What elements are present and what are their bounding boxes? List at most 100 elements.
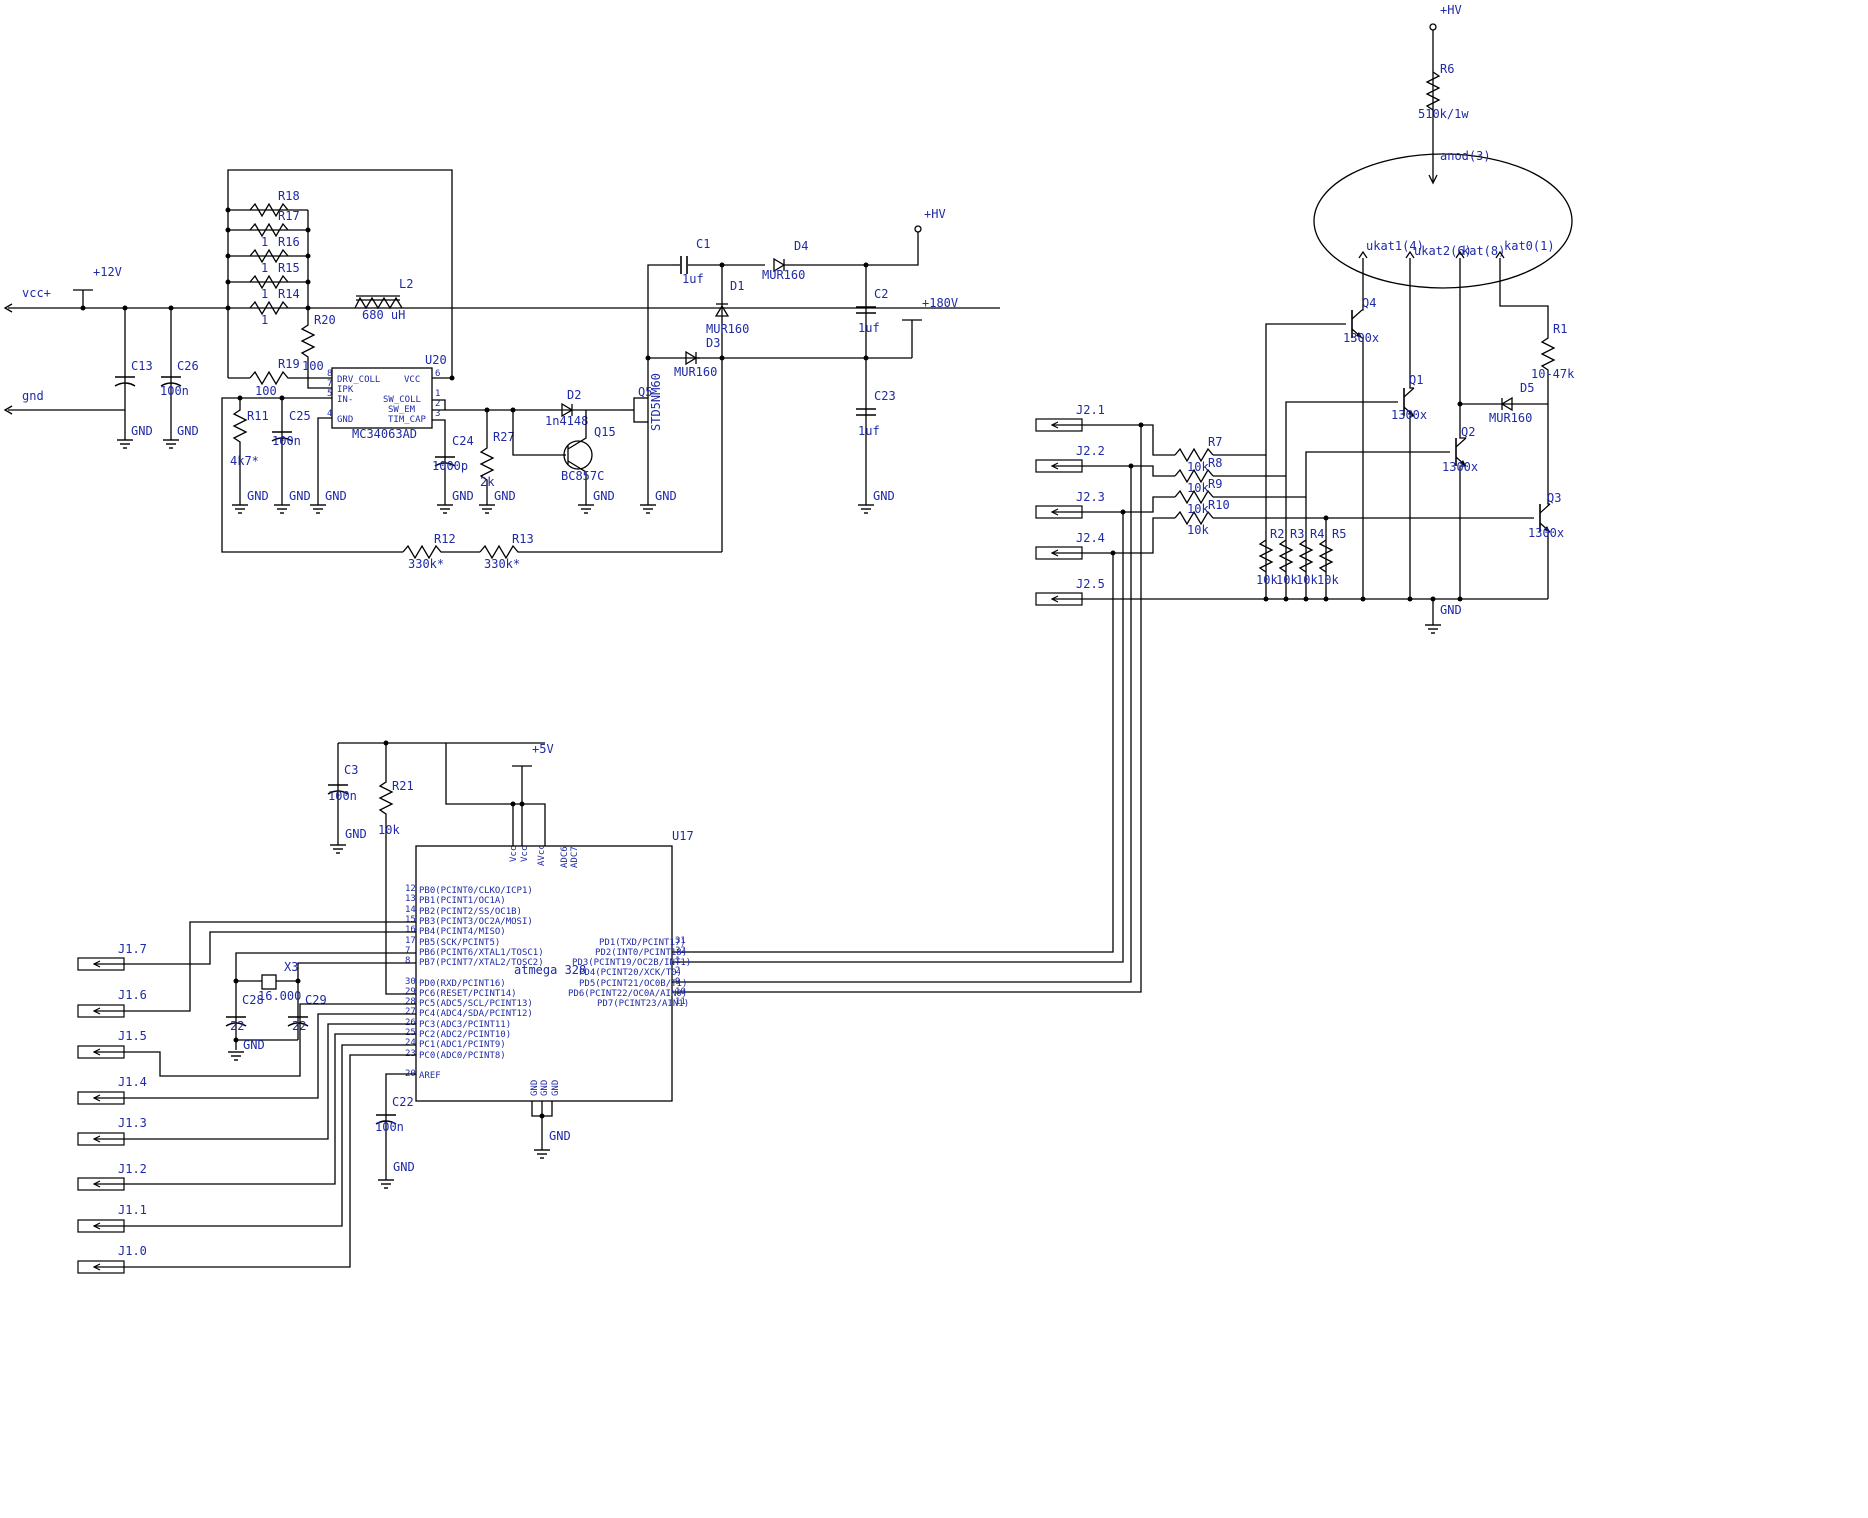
U20-pin-label: IN- [337,395,353,405]
U20-pin-number: 5 [327,389,332,399]
R5-ref: R5 [1332,527,1346,541]
R27-resistor [479,410,495,505]
R6-value: 510k/1w [1418,107,1469,121]
C13-ref: C13 [131,359,153,373]
connector-label: J1.5 [118,1029,147,1043]
C28-ref: C28 [242,993,264,1007]
X3-crystal [261,974,277,990]
connector-label: J1.4 [118,1075,147,1089]
connector-label: J2.1 [1076,403,1105,417]
R14-value: 1 [261,313,268,327]
D4-value: MUR160 [762,268,805,282]
U20-pin-number: 1 [435,389,440,399]
connector-label: J1.2 [118,1162,147,1176]
hv-terminal-top [1429,23,1437,31]
gnd-label: GND [345,827,367,841]
D2-ref: D2 [567,388,581,402]
pin-label: PB1(PCINT1/OC1A) [419,896,506,906]
connector-J1.6: J1.6 [77,988,147,1018]
R17-value: 1 [261,235,268,249]
C25-value: 100n [272,434,301,448]
connector-label: J2.3 [1076,490,1105,504]
pin-number: 9 [675,977,680,987]
C25-ref: C25 [289,409,311,423]
gnd-label: GND [131,424,153,438]
U20-pin-label: GND [337,415,353,425]
U20-ref: U20 [425,353,447,367]
U20-pin-number: 7 [327,379,332,389]
tube: +HV R6 510k/1w anod(3) ukat1(4) ukat2(6)… [1313,3,1573,289]
C22-value: 100n [375,1120,404,1134]
U20-pin-label: TIM_CAP [388,415,427,425]
C2-ref: C2 [874,287,888,301]
ukat2-label: ukat2(6) [1414,244,1472,258]
gnd-label: GND [494,489,516,503]
R19-ref: R19 [278,357,300,371]
pin-label: PD3(PCINT19/OC2B/INT1) [572,958,691,968]
R12-resistor [402,544,480,560]
Q4-value: 1300x [1343,331,1379,345]
pin-number: 26 [405,1018,416,1028]
pin-label: PD2(INT0/PCINT18) [595,948,687,958]
R4-value: 10k [1296,573,1318,587]
Q3-value: 1300x [1528,526,1564,540]
mcu-section: U17 atmega 328 Vcc Vcc AVcc ADC6 ADC7 GN… [77,742,694,1274]
connector-J2.1: J2.1 [1035,403,1105,432]
R13-resistor [479,544,722,560]
p5-label: +5V [532,742,554,756]
R18-ref: R18 [278,189,300,203]
R18-resistor [249,202,289,218]
R10-value: 10k [1187,523,1209,537]
D5-diode [1500,396,1513,412]
U20-pin-number: 6 [435,369,440,379]
C23-value: 1uf [858,424,880,438]
R3-ref: R3 [1290,527,1304,541]
connector-J1.0: J1.0 [77,1244,147,1274]
Q15-value: BC857C [561,469,604,483]
connector-J2.4: J2.4 [1035,531,1105,560]
U17-pin-label: Vcc [520,846,530,862]
D5-ref: D5 [1520,381,1534,395]
D3-ref: D3 [706,336,720,350]
R19-value: 100 [255,384,277,398]
D1-value: MUR160 [706,322,749,336]
U17-left-pins: PB0(PCINT0/CLKO/ICP1)12 PB1(PCINT1/OC1A)… [405,884,544,1081]
R11-ref: R11 [247,409,269,423]
pin-number: 16 [405,925,416,935]
pin-number: 23 [405,1049,416,1059]
pin-label: AREF [419,1071,441,1081]
pin-label: PB5(SCK/PCINT5) [419,938,500,948]
R2-ref: R2 [1270,527,1284,541]
R27-value: 2k [480,475,495,489]
kat0-label: kat0(1) [1504,239,1555,253]
R17-ref: R17 [278,209,300,223]
connector-J1.3: J1.3 [77,1116,147,1146]
D4-diode [773,257,786,273]
R4-resistor [1298,539,1314,573]
Q15-ref: Q15 [594,425,616,439]
Q5-mosfet [633,397,649,423]
pin-label: PB7(PCINT7/XTAL2/TOSC2) [419,958,544,968]
pin-number: 12 [405,884,416,894]
ukat1-label: ukat1(4) [1366,239,1424,253]
U20-pin-label: SW_EM [388,405,416,415]
Q3-ref: Q3 [1547,491,1561,505]
driver-section: J2.1 J2.2 J2.3 J2.4 J2.5 R7 10k R8 10k R… [672,258,1575,993]
D1-diode [714,304,730,317]
gnd-label: GND [177,424,199,438]
R9-ref: R9 [1208,477,1222,491]
R6-ref: R6 [1440,62,1454,76]
pin-label: PC1(ADC1/PCINT9) [419,1040,506,1050]
D5-value: MUR160 [1489,411,1532,425]
C24-value: 1000p [432,459,468,473]
D3-diode [685,350,698,366]
pin-number: 31 [675,936,686,946]
pin-label: PC6(RESET/PCINT14) [419,989,517,999]
pin-number: 7 [405,946,410,956]
connector-J2.5: J2.5 [1035,577,1105,606]
U17-pin-label: AVcc [537,844,547,866]
D3-value: MUR160 [674,365,717,379]
pin-label: PB0(PCINT0/CLKO/ICP1) [419,886,533,896]
L2-ref: L2 [399,277,413,291]
